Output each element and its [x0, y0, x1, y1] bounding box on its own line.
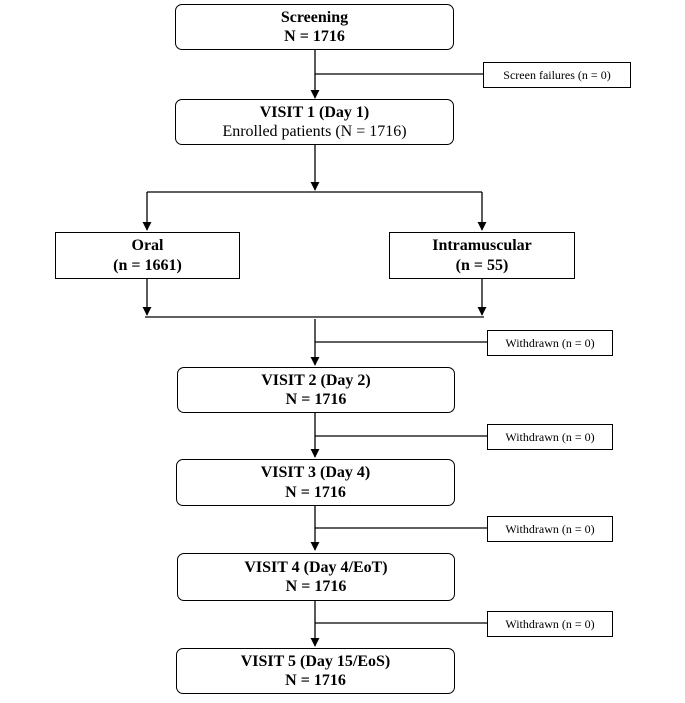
intramuscular-box: Intramuscular (n = 55) — [389, 232, 575, 279]
intramuscular-count: (n = 55) — [455, 256, 509, 274]
withdrawn-label-4: Withdrawn (n = 0) — [505, 616, 595, 631]
visit1-box: VISIT 1 (Day 1) Enrolled patients (N = 1… — [175, 99, 454, 145]
withdrawn-label-1: Withdrawn (n = 0) — [505, 335, 595, 350]
visit4-count: N = 1716 — [285, 578, 347, 595]
visit2-count: N = 1716 — [285, 391, 347, 408]
oral-box: Oral (n = 1661) — [55, 232, 240, 279]
visit5-box: VISIT 5 (Day 15/EoS) N = 1716 — [176, 648, 455, 694]
visit4-box: VISIT 4 (Day 4/EoT) N = 1716 — [177, 553, 455, 601]
visit5-count: N = 1716 — [285, 672, 346, 689]
visit2-title: VISIT 2 (Day 2) — [261, 371, 371, 389]
oral-count: (n = 1661) — [113, 256, 182, 274]
visit2-box: VISIT 2 (Day 2) N = 1716 — [177, 367, 455, 413]
visit1-count: Enrolled patients (N = 1716) — [222, 123, 407, 140]
screening-title: Screening — [280, 8, 349, 26]
withdrawn-box-1: Withdrawn (n = 0) — [487, 330, 613, 356]
visit3-box: VISIT 3 (Day 4) N = 1716 — [176, 459, 455, 506]
withdrawn-box-4: Withdrawn (n = 0) — [487, 611, 613, 637]
visit3-title: VISIT 3 (Day 4) — [260, 464, 371, 482]
screening-count: N = 1716 — [284, 28, 345, 45]
screening-box: Screening N = 1716 — [175, 4, 454, 50]
screen-failures-label: Screen failures (n = 0) — [503, 67, 611, 82]
screen-failures-box: Screen failures (n = 0) — [483, 62, 631, 88]
visit3-count: N = 1716 — [285, 483, 346, 501]
oral-title: Oral — [131, 237, 164, 255]
withdrawn-box-2: Withdrawn (n = 0) — [487, 424, 613, 450]
withdrawn-label-2: Withdrawn (n = 0) — [505, 429, 595, 444]
withdrawn-label-3: Withdrawn (n = 0) — [505, 521, 595, 536]
visit5-title: VISIT 5 (Day 15/EoS) — [240, 652, 391, 670]
visit4-title: VISIT 4 (Day 4/EoT) — [244, 558, 388, 576]
visit1-title: VISIT 1 (Day 1) — [259, 103, 370, 121]
withdrawn-box-3: Withdrawn (n = 0) — [487, 516, 613, 542]
intramuscular-title: Intramuscular — [432, 237, 532, 255]
